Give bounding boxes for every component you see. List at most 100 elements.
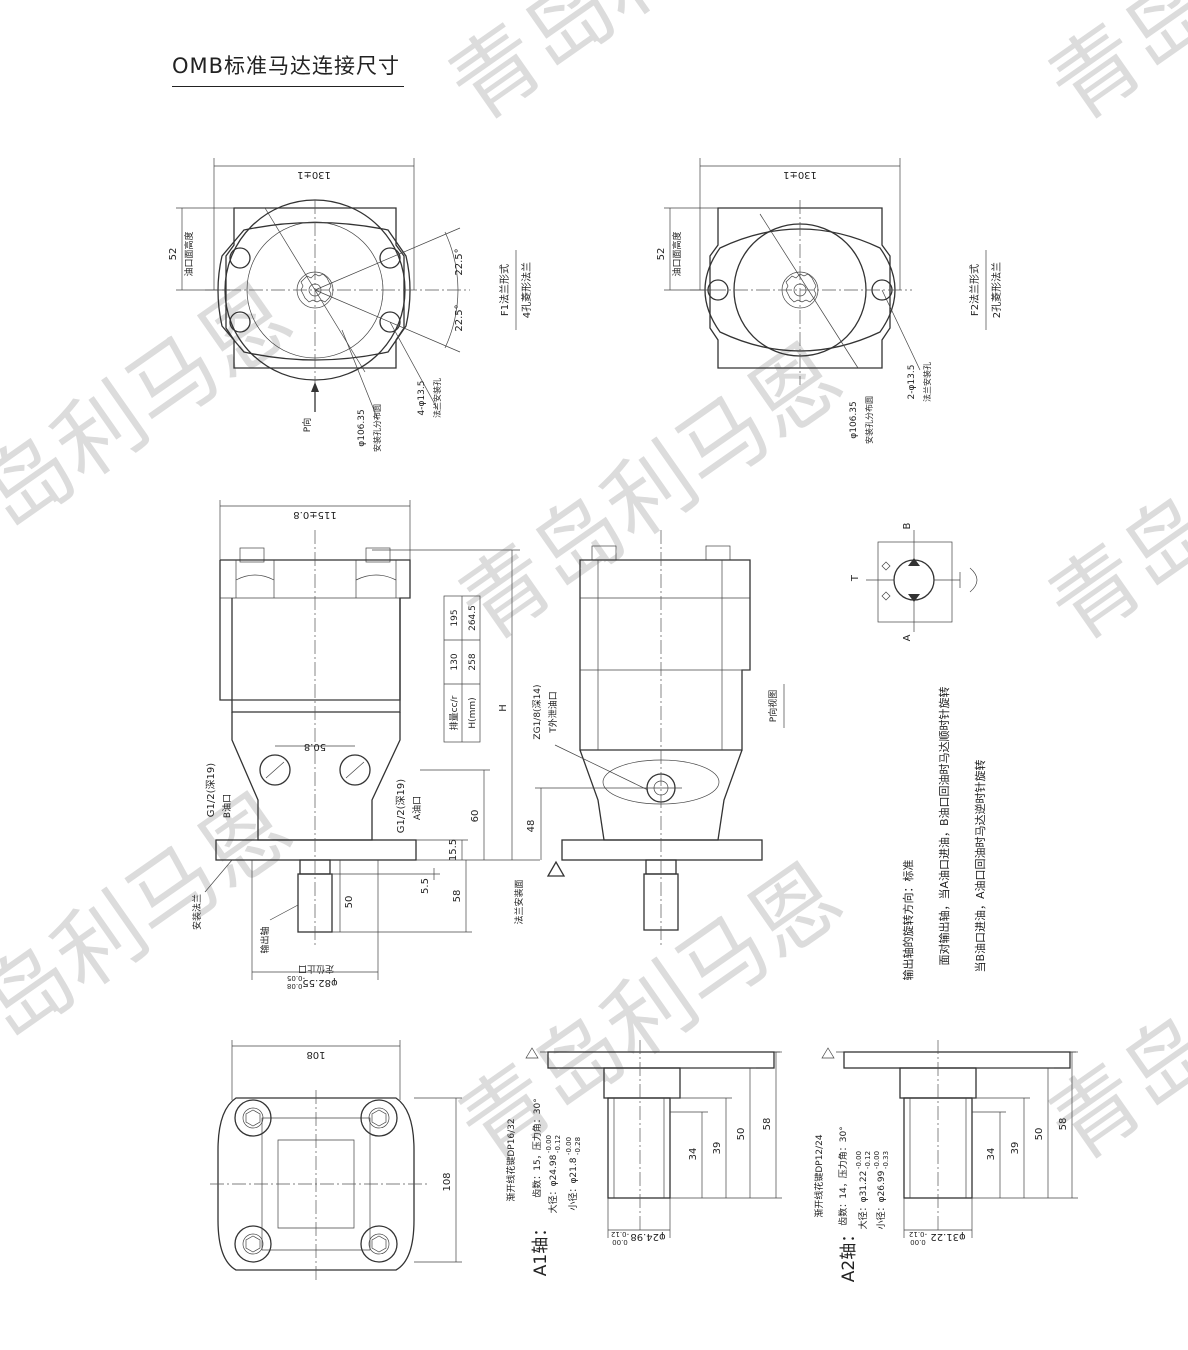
spec-cell: 258: [468, 653, 478, 670]
bolt-head: [234, 1225, 272, 1263]
f2-flange-type: F2法兰形式: [968, 264, 981, 316]
p-view-dim-48: 48: [526, 820, 537, 833]
side-port-spacing: 50.8: [304, 741, 326, 752]
symbol-b: B: [902, 522, 913, 529]
f1-flange-type: F1法兰形式: [498, 264, 511, 316]
side-width-dim: 115±0.8: [293, 509, 336, 520]
a2-dia-tol2: 0.00: [910, 1238, 926, 1246]
f1-pcd-dim: φ106.35: [357, 409, 367, 446]
a1-dia-tol: -0.12: [611, 1230, 629, 1238]
f2-height-dim: 52: [656, 248, 667, 261]
a1-minor-tol-lower: -0.28: [574, 1137, 582, 1155]
a2-dim-50: 50: [1034, 1128, 1045, 1141]
a2-minor: 小径：φ26.99: [875, 1170, 887, 1229]
a1-teeth: 齿数：15，压力角：30°: [531, 1098, 543, 1197]
a1-dia-dim: φ24.98: [630, 1231, 665, 1242]
spec-table: [443, 595, 481, 743]
f1-width-dim: 130±1: [297, 169, 331, 180]
a1-major-tol-lower: -0.12: [554, 1135, 562, 1153]
side-port-a: G1/2(深19): [395, 779, 407, 833]
side-pilot-label: 定位止口: [298, 963, 334, 975]
a2-major-tol-lower: -0.12: [864, 1151, 872, 1169]
a2-dim-34: 34: [986, 1148, 997, 1161]
f2-flange-view: [664, 158, 921, 385]
side-dim-5-5: 5.5: [420, 878, 431, 894]
f2-height-label: 油口面高度: [671, 231, 683, 276]
a2-dia-tol: -0.12: [909, 1230, 927, 1238]
side-dim-h: H: [498, 704, 509, 712]
a2-minor-tol-upper: -0.00: [873, 1151, 881, 1169]
spec-header-displacement: 排量cc/r: [448, 695, 460, 730]
a1-dim-34: 34: [688, 1148, 699, 1161]
a1-minor-tol-upper: -0.00: [565, 1137, 573, 1155]
f1-height-label: 油口面高度: [183, 231, 195, 276]
side-dim-50: 50: [344, 896, 355, 909]
a2-dim-39: 39: [1010, 1142, 1021, 1155]
hydraulic-symbol: [866, 530, 978, 632]
a1-major-tol-upper: -0.00: [545, 1135, 553, 1153]
a2-dia-dim: φ31.22: [930, 1231, 965, 1242]
side-port-b-label: B油口: [221, 794, 233, 818]
symbol-a: A: [902, 634, 913, 641]
side-view: [204, 500, 540, 980]
spec-header-h: H(mm): [468, 697, 478, 728]
a2-dim-58: 58: [1058, 1118, 1069, 1131]
a2-name: A2轴：: [839, 1226, 859, 1282]
p-view-t-port: ZG1/8(深14): [532, 684, 543, 739]
bolt-head: [360, 1225, 398, 1263]
rotation-note: 面对输出轴，当A油口进油，B油口回油时马达顺时针旋转: [937, 686, 951, 965]
f1-flange-view: [176, 158, 470, 421]
a2-minor-tol-lower: -0.33: [882, 1151, 890, 1169]
p-view-caption: P向视图: [767, 690, 779, 722]
f1-height-dim: 52: [168, 248, 179, 261]
side-pilot-tol-upper: -0.05: [287, 974, 305, 982]
bolt-head: [360, 1099, 398, 1137]
side-port-a-label: A油口: [411, 796, 423, 820]
f1-p-direction: P向: [301, 418, 313, 432]
bottom-width-dim: 108: [306, 1049, 325, 1060]
title-underline: [172, 86, 404, 87]
side-port-b: G1/2(深19): [205, 763, 217, 817]
side-pilot-tol-lower: -0.08: [287, 982, 305, 990]
rotation-note: 当B油口进油，A油口回油时马达逆时针旋转: [973, 759, 987, 972]
a2-major: 大径：φ31.22: [857, 1171, 869, 1230]
page-title: OMB标准马达连接尺寸: [172, 54, 401, 78]
side-pilot-dim: φ82.55: [302, 977, 337, 988]
f1-hole-dim: 4-φ13.5: [417, 381, 427, 416]
a1-dim-50: 50: [736, 1128, 747, 1141]
f1-hole-label: 法兰安装孔: [432, 378, 442, 418]
a2-spline: 渐开线花键DP12/24: [813, 1134, 825, 1218]
spec-cell: 195: [450, 609, 460, 626]
p-view: [535, 530, 763, 945]
p-view-t-port-label: T外泄油口: [547, 691, 559, 734]
a2-teeth: 齿数：14，压力角：30°: [837, 1126, 849, 1225]
f1-pcd-label: 安装孔分布圆: [372, 404, 382, 452]
f1-angle-upper: 22.5°: [454, 248, 465, 275]
symbol-t: T: [850, 574, 861, 582]
f2-width-dim: 130±1: [783, 169, 817, 180]
a1-minor: 小径：φ21.8: [567, 1157, 579, 1210]
spec-cell: 264.5: [468, 605, 478, 631]
rotation-note: 输出轴的旋转方向：标准: [901, 860, 915, 981]
side-mount-flange-label: 安装法兰: [191, 894, 203, 930]
a1-name: A1轴：: [531, 1220, 551, 1276]
a1-major: 大径：φ24.98: [547, 1154, 559, 1213]
f2-hole-dim: 2-φ13.5: [907, 365, 917, 400]
bottom-height-dim: 108: [442, 1172, 453, 1191]
f2-pcd-dim: φ106.35: [849, 401, 859, 438]
f2-hole-label: 法兰安装孔: [922, 362, 932, 402]
a1-dia-tol2: 0.00: [612, 1238, 628, 1246]
a1-shaft-view: [525, 1040, 782, 1238]
side-dim-60: 60: [470, 810, 481, 823]
side-flange-face-label: 法兰安装面: [513, 879, 525, 924]
a1-spline: 渐开线花键DP16/32: [505, 1118, 517, 1201]
a1-dim-39: 39: [712, 1142, 723, 1155]
a1-dim-58: 58: [762, 1118, 773, 1131]
bottom-view: [210, 1040, 462, 1280]
side-dim-58: 58: [452, 890, 463, 903]
f2-pcd-label: 安装孔分布圆: [864, 396, 874, 444]
side-dim-15-5: 15.5: [448, 839, 459, 861]
f1-angle-lower: 22.5°: [454, 304, 465, 331]
